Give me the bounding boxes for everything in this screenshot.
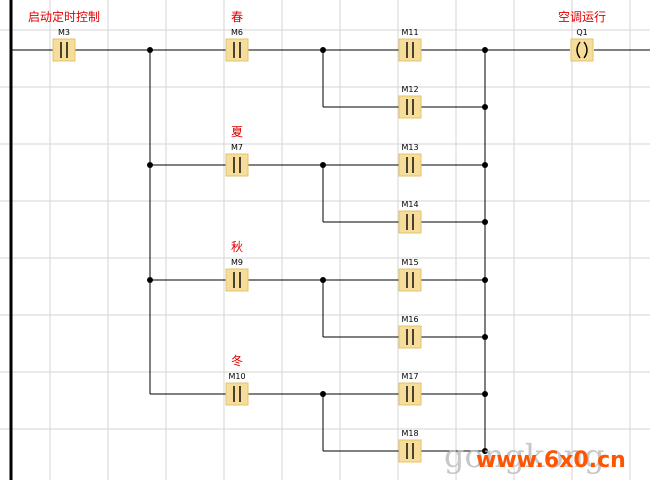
contact-M3[interactable]: 启动定时控制 M3 xyxy=(28,9,100,62)
contact-M6[interactable]: 春 M6 xyxy=(225,10,249,62)
contact-M13[interactable]: M13 xyxy=(398,143,422,177)
contact-M14[interactable]: M14 xyxy=(398,200,422,234)
contact-address: M18 xyxy=(401,429,418,438)
contact-address: M15 xyxy=(401,258,418,267)
contact-comment: 冬 xyxy=(231,353,243,368)
contact-comment: 春 xyxy=(231,10,243,24)
contact-M7[interactable]: 夏 M7 xyxy=(225,125,249,177)
watermark-url: www.6x0.cn xyxy=(476,448,626,473)
wiring xyxy=(11,49,650,452)
contact-address: M3 xyxy=(58,28,70,37)
contact-M17[interactable]: M17 xyxy=(398,372,422,406)
contact-comment: 启动定时控制 xyxy=(28,9,100,24)
coil-comment: 空调运行 xyxy=(558,10,606,24)
contact-address: M10 xyxy=(228,372,245,381)
coil-Q1[interactable]: 空调运行 Q1 xyxy=(558,10,606,62)
contact-address: M16 xyxy=(401,315,418,324)
contact-comment: 秋 xyxy=(231,240,243,254)
contact-address: M13 xyxy=(401,143,418,152)
contact-address: M7 xyxy=(231,143,243,152)
coil-address: Q1 xyxy=(576,28,587,37)
contact-M10[interactable]: 冬 M10 xyxy=(225,353,249,406)
contact-M12[interactable]: M12 xyxy=(398,85,422,119)
contact-comment: 夏 xyxy=(231,125,243,139)
contact-address: M11 xyxy=(401,28,418,37)
junction-nodes xyxy=(147,47,488,454)
contact-M9[interactable]: 秋 M9 xyxy=(225,240,249,292)
contact-address: M17 xyxy=(401,372,418,381)
contact-address: M14 xyxy=(401,200,418,209)
contact-M18[interactable]: M18 xyxy=(398,429,422,463)
contact-M16[interactable]: M16 xyxy=(398,315,422,349)
watermark-gongkong: gongkong xyxy=(444,437,605,475)
contact-M11[interactable]: M11 xyxy=(398,28,422,62)
contact-address: M9 xyxy=(231,258,243,267)
contact-address: M12 xyxy=(401,85,418,94)
contact-M15[interactable]: M15 xyxy=(398,258,422,292)
contact-address: M6 xyxy=(231,28,243,37)
